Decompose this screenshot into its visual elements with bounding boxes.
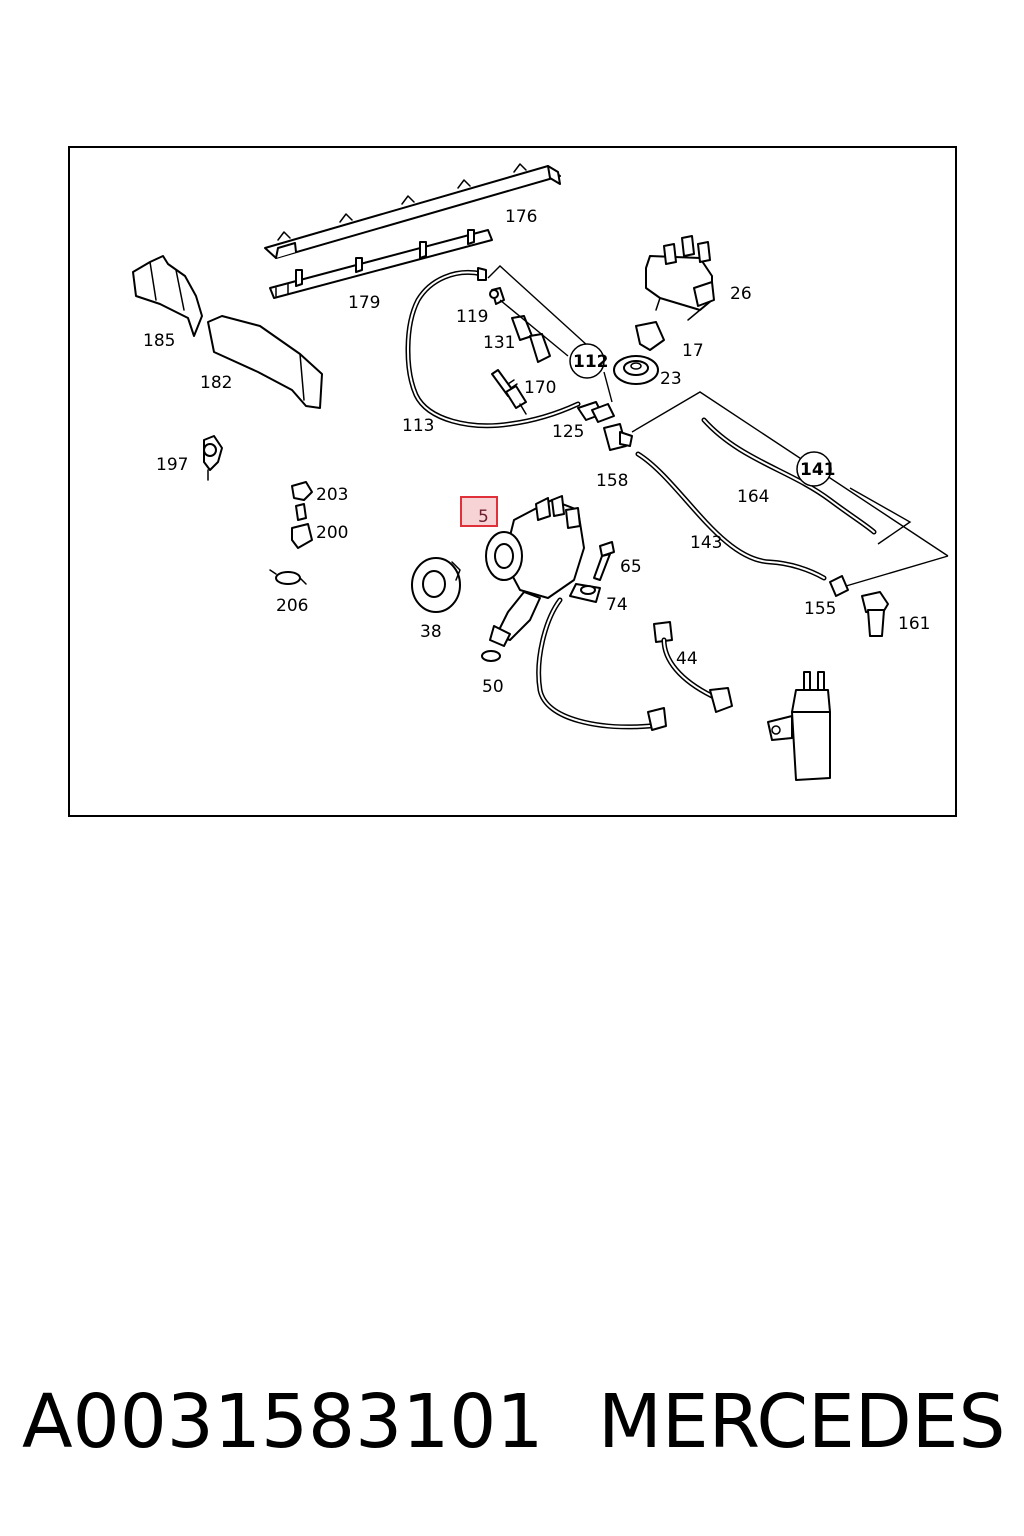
part-125-connector bbox=[577, 401, 615, 423]
callout-label: 113 bbox=[402, 416, 434, 436]
part-197-clip bbox=[203, 435, 223, 481]
callout-label: 176 bbox=[505, 207, 537, 227]
callout-label: 143 bbox=[690, 533, 722, 553]
callout-label: 74 bbox=[606, 595, 628, 615]
callout-label: 161 bbox=[898, 614, 930, 634]
callout-label: 23 bbox=[660, 369, 682, 389]
part-185-cover bbox=[132, 255, 203, 337]
part-65-bolt bbox=[593, 541, 615, 581]
part-44-sensor bbox=[653, 621, 733, 713]
part-203-clip bbox=[291, 481, 313, 501]
brand-name: MERCEDES bbox=[598, 1379, 1006, 1465]
part-38-rotor bbox=[411, 557, 461, 613]
part-179-fuel-rail bbox=[269, 229, 493, 299]
callout-label: 185 bbox=[143, 331, 175, 351]
callout-label: 164 bbox=[737, 487, 769, 507]
distributor-cable bbox=[536, 597, 667, 731]
part-206-clamp bbox=[269, 569, 307, 585]
highlight-box bbox=[460, 496, 498, 527]
callout-label: 17 bbox=[682, 341, 704, 361]
highlighted-callout-label: 5 bbox=[478, 507, 489, 527]
part-number: A0031583101 bbox=[22, 1379, 544, 1465]
ignition-coil bbox=[767, 671, 831, 781]
callout-label: 158 bbox=[596, 471, 628, 491]
part-23-rotor bbox=[613, 355, 659, 385]
part-113-hose bbox=[405, 267, 581, 429]
part-5-distributor bbox=[485, 495, 601, 647]
callout-label: 170 bbox=[524, 378, 556, 398]
part-158 bbox=[603, 423, 633, 451]
callout-label: 179 bbox=[348, 293, 380, 313]
part-200-clip bbox=[291, 503, 313, 549]
callout-label: 119 bbox=[456, 307, 488, 327]
callout-label: 112 bbox=[573, 352, 609, 372]
callout-141-circle bbox=[796, 451, 832, 487]
parts-diagram: 176 179 185 182 119 131 112 170 113 125 … bbox=[68, 146, 957, 817]
callout-label: 155 bbox=[804, 599, 836, 619]
callout-label: 50 bbox=[482, 677, 504, 697]
callout-112-circle bbox=[569, 343, 605, 379]
part-17 bbox=[635, 321, 665, 351]
leader-lines bbox=[487, 265, 949, 587]
callout-label: 131 bbox=[483, 333, 515, 353]
part-131-valve bbox=[511, 315, 551, 363]
part-155 bbox=[829, 575, 849, 597]
callout-label: 203 bbox=[316, 485, 348, 505]
part-26-distributor-cap bbox=[645, 235, 715, 321]
caption-bar: A0031583101 MERCEDES bbox=[0, 1372, 1024, 1472]
part-182-cover bbox=[207, 315, 323, 409]
callout-labels: 176 179 185 182 119 131 112 170 113 125 … bbox=[143, 207, 930, 697]
part-74-washer bbox=[580, 585, 596, 595]
callout-label: 206 bbox=[276, 596, 308, 616]
callout-label: 197 bbox=[156, 455, 188, 475]
part-164-hose bbox=[701, 417, 877, 535]
callout-label: 125 bbox=[552, 422, 584, 442]
callout-label: 44 bbox=[676, 649, 698, 669]
part-143-hose bbox=[635, 451, 827, 581]
callout-label: 26 bbox=[730, 284, 752, 304]
part-50-o-ring bbox=[481, 650, 501, 662]
part-170-spark-plug bbox=[491, 369, 527, 415]
callout-label: 182 bbox=[200, 373, 232, 393]
part-161 bbox=[861, 591, 889, 637]
callout-label: 200 bbox=[316, 523, 348, 543]
part-176-fuel-rail bbox=[264, 163, 561, 259]
callout-label: 65 bbox=[620, 557, 642, 577]
callout-label: 38 bbox=[420, 622, 442, 642]
callout-label: 141 bbox=[800, 460, 836, 480]
